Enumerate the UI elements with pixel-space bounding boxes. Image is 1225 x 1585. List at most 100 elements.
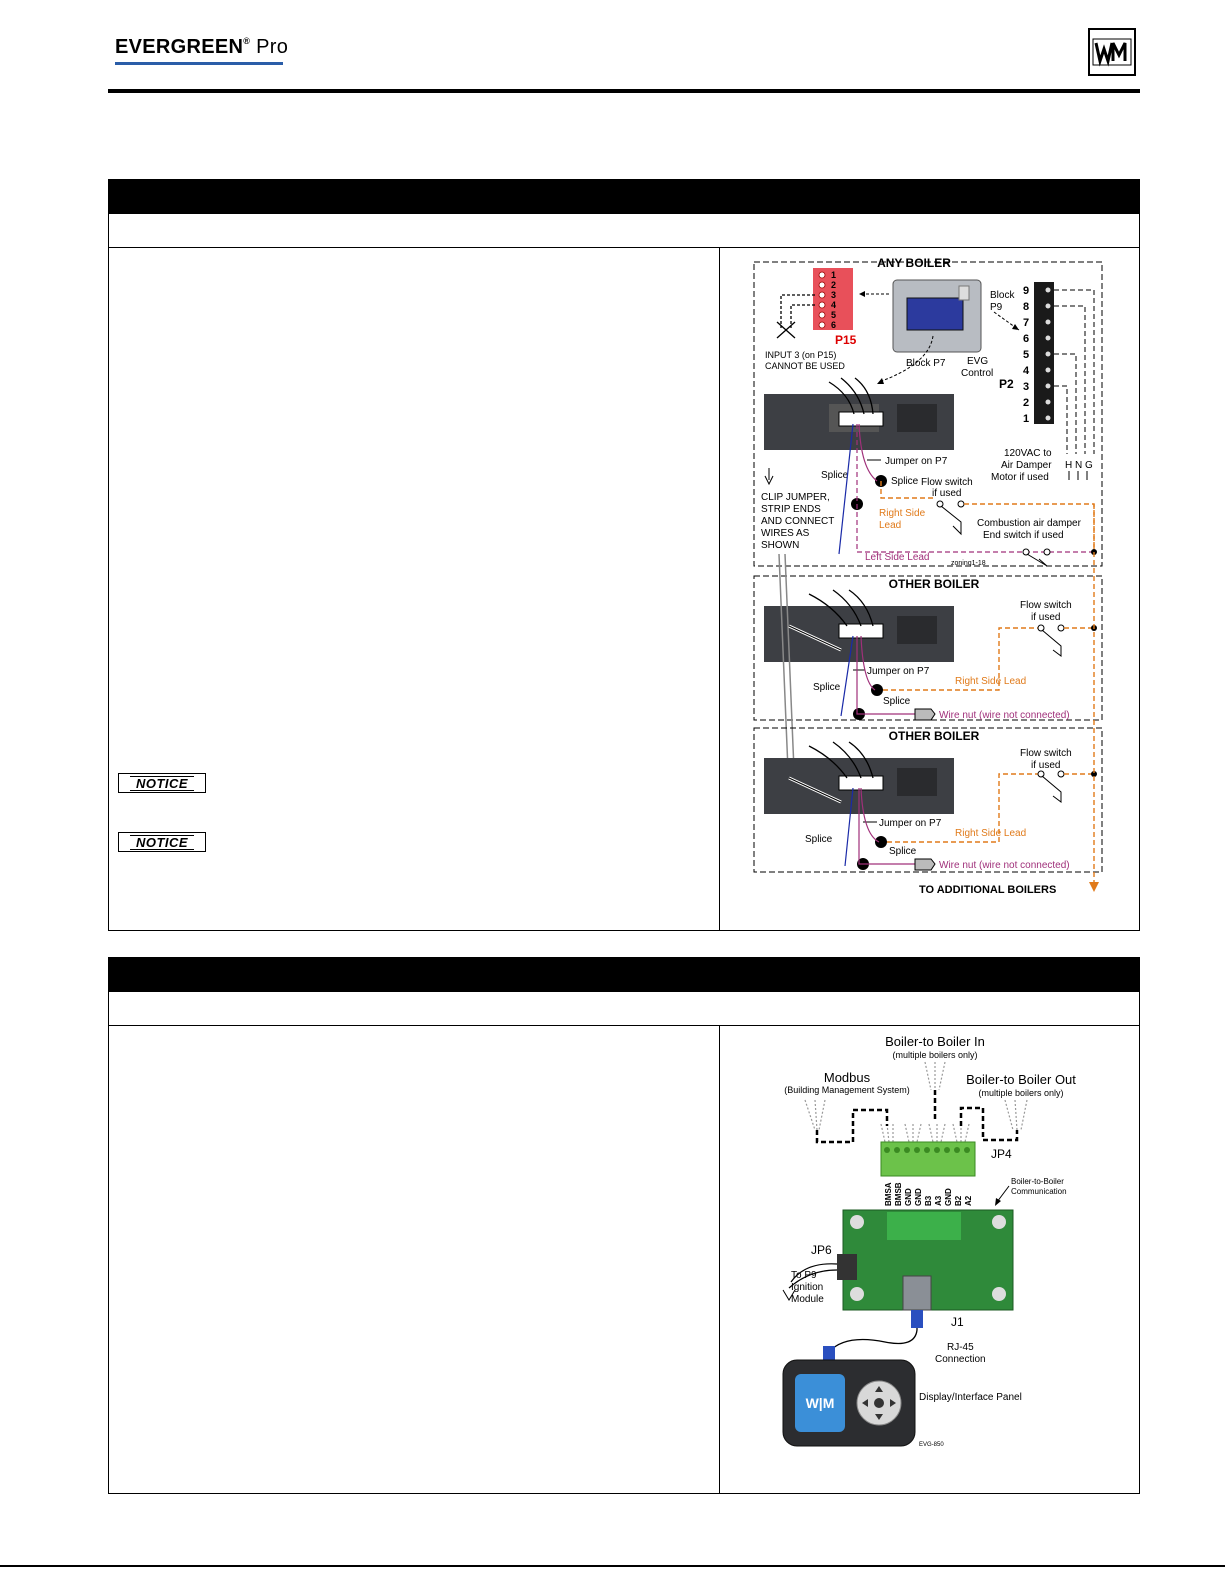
other-boiler-frame-2 xyxy=(753,727,1103,873)
jumper-label: Jumper on P7 xyxy=(885,456,948,467)
jp6-label: JP6 xyxy=(811,1243,832,1257)
to-p9-line1: To P9 xyxy=(791,1270,817,1281)
p15-pin: 4 xyxy=(831,300,836,310)
flow-switch-line2: if used xyxy=(1031,760,1060,771)
any-boiler-frame xyxy=(753,261,1103,567)
flow-switch-line2: if used xyxy=(932,488,961,499)
wire-nut-label: Wire nut (wire not connected) xyxy=(939,710,1070,721)
terminal-label: A2 xyxy=(964,1195,973,1206)
evg-label-line2: Control xyxy=(961,368,993,379)
section-1-body: NOTICE NOTICE ANY BOILER 1 2 3 4 5 6 P15 xyxy=(109,248,1139,930)
section-2-title-bar xyxy=(109,958,1139,992)
b2b-out-sub: (multiple boilers only) xyxy=(978,1088,1063,1098)
brand-registered: ® xyxy=(243,36,251,46)
splice-label: Splice xyxy=(821,470,849,481)
to-p9-line3: Module xyxy=(791,1294,824,1305)
vac-line3: Motor if used xyxy=(991,472,1049,483)
splice-label: Splice xyxy=(891,476,919,487)
combustion-line2: End switch if used xyxy=(983,530,1064,541)
terminal-label: A3 xyxy=(934,1195,943,1206)
section-2-body: Boiler-to Boiler In (multiple boilers on… xyxy=(109,1026,1139,1493)
vac-line2: Air Damper xyxy=(1001,460,1052,471)
p2-pin: 2 xyxy=(1023,397,1029,409)
jumper-label: Jumper on P7 xyxy=(867,666,930,677)
modbus-sub: (Building Management System) xyxy=(784,1085,910,1095)
jp4-terminal-block xyxy=(880,1141,976,1177)
section-1-title-bar xyxy=(109,180,1139,214)
p15-pin: 1 xyxy=(831,270,836,280)
b2b-comm-line1: Boiler-to-Boiler xyxy=(1011,1177,1064,1186)
wm-logo-icon xyxy=(1092,38,1132,67)
left-side-lead-label: Left Side Lead xyxy=(865,552,930,563)
p15-label: P15 xyxy=(835,333,857,347)
flow-switch-line1: Flow switch xyxy=(921,477,973,488)
evg-code: EVG-850 xyxy=(919,1442,944,1448)
section-2: Boiler-to Boiler In (multiple boilers on… xyxy=(108,957,1140,1494)
brand-logo: EVERGREEN® Pro xyxy=(115,36,288,59)
terminal-label: GND xyxy=(944,1188,953,1206)
section-1-subtitle-bar xyxy=(109,214,1139,248)
notice-label: NOTICE xyxy=(129,775,195,791)
terminal-label: GND xyxy=(914,1188,923,1206)
block-p9-line2: P9 xyxy=(990,302,1003,313)
notice-label: NOTICE xyxy=(129,834,195,850)
right-side-lead-label: Right Side Lead xyxy=(955,676,1026,687)
jp6-connector xyxy=(837,1254,857,1280)
terminal-label: BMSA xyxy=(884,1182,893,1206)
rj45-line2: Connection xyxy=(935,1354,986,1365)
p2-pin: 3 xyxy=(1023,381,1029,393)
p2-terminal-strip xyxy=(1034,282,1054,424)
wm-logo xyxy=(1088,28,1136,76)
p2-pin: 1 xyxy=(1023,413,1029,425)
communication-board-diagram: Boiler-to Boiler In (multiple boilers on… xyxy=(782,1034,1076,1448)
brand-pro: Pro xyxy=(256,36,289,58)
hng-label: H N G xyxy=(1065,460,1093,471)
notice-badge-1: NOTICE xyxy=(118,773,206,793)
wire-nut-label: Wire nut (wire not connected) xyxy=(939,860,1070,871)
panel-logo-icon: W|M xyxy=(806,1395,835,1411)
splice-label: Splice xyxy=(889,846,917,857)
terminal-label: B3 xyxy=(924,1195,933,1206)
rj45-line1: RJ-45 xyxy=(947,1342,974,1353)
clip-line1: CLIP JUMPER, xyxy=(761,492,830,503)
to-p9-line2: Ignition xyxy=(791,1282,823,1293)
p2-pin: 8 xyxy=(1023,301,1029,313)
vac-line1: 120VAC to xyxy=(1004,448,1052,459)
zoning-wiring-diagram: ANY BOILER 1 2 3 4 5 6 P15 INPUT 3 (on P… xyxy=(753,256,1103,896)
brand-underline xyxy=(115,62,283,65)
section-1: NOTICE NOTICE ANY BOILER 1 2 3 4 5 6 P15 xyxy=(108,179,1140,931)
other-boiler-title: OTHER BOILER xyxy=(889,577,980,591)
flow-switch-line1: Flow switch xyxy=(1020,748,1072,759)
input3-note-line1: INPUT 3 (on P15) xyxy=(765,350,836,360)
splice-label: Splice xyxy=(813,682,841,693)
terminal-label: B2 xyxy=(954,1195,963,1206)
p2-pin: 7 xyxy=(1023,317,1029,329)
any-boiler-title: ANY BOILER xyxy=(877,256,951,270)
splice-label: Splice xyxy=(883,696,911,707)
b2b-comm-line2: Communication xyxy=(1011,1187,1067,1196)
flow-switch-line2: if used xyxy=(1031,612,1060,623)
terminal-label: BMSB xyxy=(894,1182,903,1206)
p2-pin: 9 xyxy=(1023,285,1029,297)
clip-line4: WIRES AS xyxy=(761,528,810,539)
jp4-label: JP4 xyxy=(991,1147,1012,1161)
p15-pin: 5 xyxy=(831,310,836,320)
b2b-in-sub: (multiple boilers only) xyxy=(892,1050,977,1060)
p2-pin: 4 xyxy=(1023,365,1030,377)
p15-pin: 3 xyxy=(831,290,836,300)
page-bottom-rule xyxy=(0,1565,1225,1567)
header-rule xyxy=(108,89,1140,93)
jumper-label: Jumper on P7 xyxy=(879,818,942,829)
j1-label: J1 xyxy=(951,1315,964,1329)
p15-pin: 2 xyxy=(831,280,836,290)
right-side-lead-label: Right Side Lead xyxy=(955,828,1026,839)
p15-connector xyxy=(813,268,853,330)
right-side-lead-line1: Right Side xyxy=(879,508,926,519)
combustion-line1: Combustion air damper xyxy=(977,518,1082,529)
input3-note-line2: CANNOT BE USED xyxy=(765,361,845,371)
modbus-label: Modbus xyxy=(824,1070,871,1085)
clip-line5: SHOWN xyxy=(761,540,799,551)
to-additional-boilers: TO ADDITIONAL BOILERS xyxy=(919,884,1056,896)
brand-main: EVERGREEN xyxy=(115,36,244,58)
flow-switch-line1: Flow switch xyxy=(1020,600,1072,611)
